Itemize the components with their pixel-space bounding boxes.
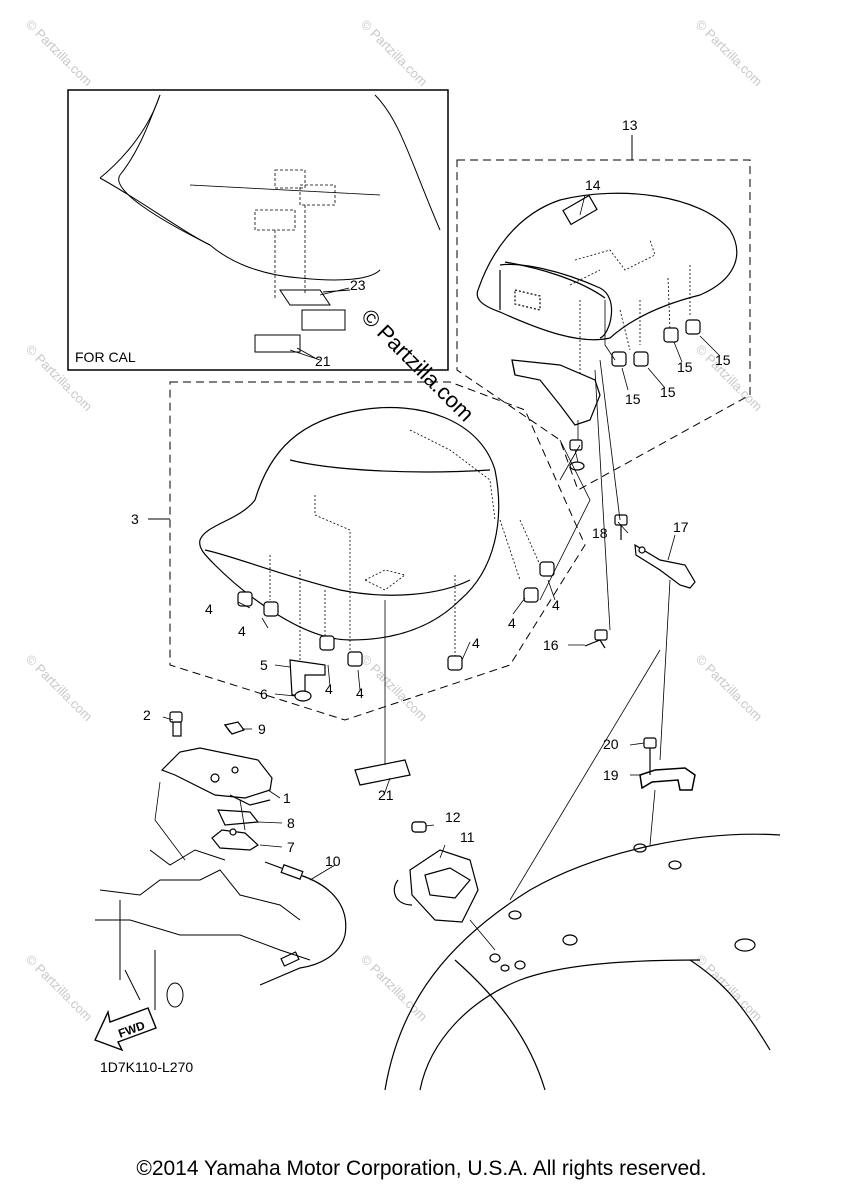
grommet-4 <box>237 561 555 671</box>
callout-23: 23 <box>350 277 366 293</box>
bolt-20 <box>643 737 657 775</box>
watermark-tile: © Partzilla.com <box>358 17 431 90</box>
watermark-tile: © Partzilla.com <box>23 17 96 90</box>
lock-7 <box>211 828 259 851</box>
callout-9: 9 <box>258 721 266 737</box>
cable-10 <box>259 861 347 986</box>
inset-for-cal <box>67 89 449 371</box>
callout-4: 4 <box>238 623 246 639</box>
watermark-tile: © Partzilla.com <box>693 17 766 90</box>
diagram-code: 1D7K110-L270 <box>100 1059 193 1075</box>
callout-5: 5 <box>260 657 268 673</box>
group-outline-13 <box>456 159 751 491</box>
nut-9 <box>223 721 245 735</box>
watermark-tile: © Partzilla.com <box>693 952 766 1025</box>
callout-4: 4 <box>356 685 364 701</box>
grommet-15 <box>569 319 701 471</box>
callout-21: 21 <box>378 787 394 803</box>
callout-15: 15 <box>715 352 731 368</box>
fwd-arrow-icon: FWD <box>94 1007 157 1052</box>
callout-18: 18 <box>592 525 608 541</box>
callout-20: 20 <box>603 736 619 752</box>
leader-lines <box>154 300 671 951</box>
callout-4: 4 <box>205 601 213 617</box>
callout-3: 3 <box>131 511 139 527</box>
seat-bracket-5 <box>289 659 326 702</box>
bolt-16 <box>584 629 608 649</box>
callout-7: 7 <box>287 839 295 855</box>
callout-1: 1 <box>283 790 291 806</box>
rear-fender <box>384 833 781 1091</box>
plate-8 <box>217 809 260 826</box>
callout-6: 6 <box>260 686 268 702</box>
seat-lock-11 <box>393 821 479 923</box>
screw-12 <box>411 821 427 833</box>
rear-seat-bracket <box>511 359 601 426</box>
copyright-notice: ©2014 Yamaha Motor Corporation, U.S.A. A… <box>136 1157 707 1180</box>
frame-tube <box>95 849 311 1010</box>
callout-12: 12 <box>445 809 461 825</box>
watermark-tile: © Partzilla.com <box>358 952 431 1025</box>
callout-15: 15 <box>625 391 641 407</box>
callout-10: 10 <box>325 853 341 869</box>
callout-21: 21 <box>315 353 331 369</box>
watermark-tile: © Partzilla.com <box>693 652 766 725</box>
watermark-tile: © Partzilla.com <box>23 952 96 1025</box>
main-seat <box>199 406 541 660</box>
inset-label: FOR CAL <box>75 349 136 365</box>
callout-4: 4 <box>508 615 516 631</box>
rear-seat <box>476 192 738 380</box>
callout-13: 13 <box>622 117 638 133</box>
watermark-tile: © Partzilla.com <box>23 652 96 725</box>
callout-15: 15 <box>660 384 676 400</box>
bracket-17 <box>634 543 696 589</box>
callout-4: 4 <box>552 597 560 613</box>
callout-15: 15 <box>677 359 693 375</box>
callout-11: 11 <box>460 829 475 845</box>
callout-19: 19 <box>603 767 619 783</box>
callout-17: 17 <box>673 519 689 535</box>
callout-8: 8 <box>287 815 295 831</box>
bolt-2 <box>169 711 183 723</box>
decal-21 <box>354 759 411 786</box>
callout-numbers: 1 2 3 4 4 4 4 4 4 4 5 6 7 8 9 10 11 12 1… <box>131 117 731 869</box>
callout-4: 4 <box>472 635 480 651</box>
bolt-18 <box>614 514 628 540</box>
callout-16: 16 <box>543 637 559 653</box>
seat-lock-bracket-1 <box>160 721 273 806</box>
callout-leaders <box>162 194 721 881</box>
watermark-tile: © Partzilla.com <box>358 652 431 725</box>
callout-14: 14 <box>585 177 601 193</box>
callout-4: 4 <box>325 681 333 697</box>
handle-19 <box>639 767 696 791</box>
callout-2: 2 <box>143 707 151 723</box>
group-outline-3 <box>169 381 586 721</box>
